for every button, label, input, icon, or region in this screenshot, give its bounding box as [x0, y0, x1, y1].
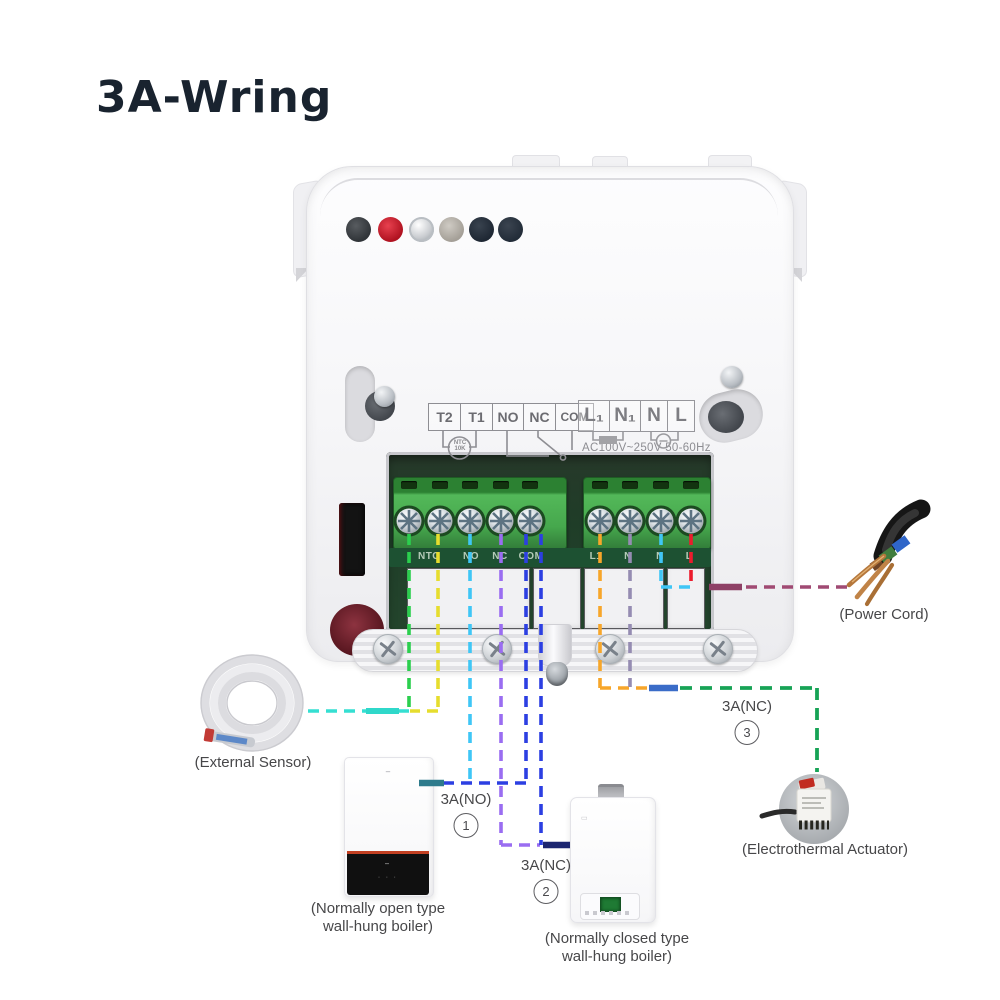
terminal-label-l1: L₁ [578, 400, 610, 432]
wire-slot [401, 481, 417, 489]
indicator-hole [498, 217, 523, 242]
power-rating-text: AC100V~250V 50-60Hz [582, 442, 711, 454]
wire-slot [522, 481, 538, 489]
reset-button-red[interactable] [378, 217, 403, 242]
screw-icon [595, 634, 625, 664]
screw-icon [482, 634, 512, 664]
terminal-label-t2: T2 [428, 403, 461, 431]
circuit1-number: 1 [453, 813, 479, 838]
wire-slot [653, 481, 669, 489]
pcb-label: NC [492, 551, 508, 562]
terminal-label-com: COM [555, 403, 594, 431]
label-box [407, 568, 530, 629]
terminal-label-n: N [640, 400, 668, 432]
screw-icon [703, 634, 733, 664]
label-box [533, 568, 581, 629]
pcb-label: COM [518, 551, 544, 562]
external-sensor-label: (External Sensor) [194, 754, 312, 771]
boiler-open-label: (Normally open type wall-hung boiler) [310, 900, 446, 935]
page-title: 3A-Wring [96, 72, 333, 123]
indicator-hole [346, 217, 371, 242]
body-inner-edge [320, 178, 778, 240]
pcb-label: NTC [417, 551, 441, 562]
circuit2-label: 3A(NC) [520, 857, 572, 874]
label-box [667, 568, 705, 629]
pcb-label: N [624, 551, 632, 562]
terminal-label-no: NO [492, 403, 524, 431]
electrothermal-actuator-label: (Electrothermal Actuator) [742, 841, 908, 858]
boiler-buttons [585, 911, 633, 915]
indicator-hole [469, 217, 494, 242]
indicator-hole [439, 217, 464, 242]
power-cord-label: (Power Cord) [839, 606, 929, 623]
right-keyhole-dark [708, 401, 744, 433]
boiler-closed-label: (Normally closed type wall-hung boiler) [544, 930, 690, 965]
terminal-label-nc: NC [523, 403, 556, 431]
pcb-label: L [685, 551, 693, 562]
screw-icon [373, 634, 403, 664]
power-cord-photo [846, 499, 931, 607]
pcb-label: N [656, 551, 664, 562]
boiler-open-control-panel: ┉ ∙ ∙ ∙ [347, 851, 429, 895]
screw-icon [546, 662, 568, 686]
side-slot [339, 503, 365, 576]
wire-slot [432, 481, 448, 489]
pcb-label: L1 [589, 551, 603, 562]
wire-slot [683, 481, 699, 489]
screw-icon [374, 386, 395, 407]
terminal-label-t1: T1 [460, 403, 493, 431]
terminal-block-left [393, 477, 567, 550]
terminal-label-n1: N₁ [609, 400, 641, 432]
screw-icon [721, 366, 743, 388]
electrothermal-actuator-photo [759, 774, 849, 844]
left-wing-shadow [296, 268, 309, 282]
label-box [584, 568, 664, 629]
circuit3-number: 3 [734, 720, 760, 745]
terminal-label-l: L [667, 400, 695, 432]
wire-slot [622, 481, 638, 489]
boiler-display [600, 897, 621, 912]
external-sensor-photo [200, 654, 304, 752]
wire-slot [592, 481, 608, 489]
circuit3-label: 3A(NC) [721, 698, 773, 715]
wire-slot [462, 481, 478, 489]
center-stub [538, 624, 572, 666]
pcb-label: NO [463, 551, 479, 562]
pcb-label-strip: NTC NO NC COM L1 N N L [389, 548, 711, 567]
screw-hole-silver [409, 217, 434, 242]
wire-slot [493, 481, 509, 489]
circuit1-label: 3A(NO) [440, 791, 492, 808]
circuit2-number: 2 [533, 879, 559, 904]
